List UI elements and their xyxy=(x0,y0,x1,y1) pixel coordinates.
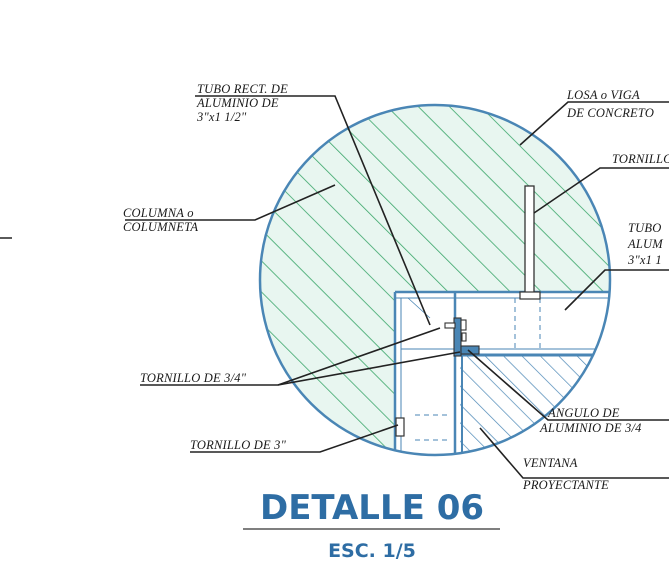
svg-text:ANGULO DE: ANGULO DE xyxy=(547,406,620,420)
label-angulo: ANGULO DE ALUMINIO DE 3/4 xyxy=(539,406,642,435)
detail-scale: ESC. 1/5 xyxy=(328,540,416,562)
label-tornillo-top: TORNILLO xyxy=(612,152,669,166)
svg-text:ALUMINIO DE: ALUMINIO DE xyxy=(196,96,279,110)
screw-anchor xyxy=(524,185,535,295)
svg-text:3"x1 1: 3"x1 1 xyxy=(627,253,662,267)
label-losa: LOSA o VIGA DE CONCRETO xyxy=(566,88,654,120)
svg-text:TUBO: TUBO xyxy=(628,221,661,235)
label-tornillo-34: TORNILLO DE 3/4" xyxy=(140,371,247,385)
svg-text:VENTANA: VENTANA xyxy=(523,456,578,470)
svg-text:PROYECTANTE: PROYECTANTE xyxy=(522,478,609,492)
svg-text:LOSA o VIGA: LOSA o VIGA xyxy=(566,88,640,102)
label-tubo-right: TUBO ALUM 3"x1 1 xyxy=(627,221,663,267)
svg-text:TUBO RECT. DE: TUBO RECT. DE xyxy=(197,82,288,96)
label-columna: COLUMNA o COLUMNETA xyxy=(123,206,198,234)
label-tubo-rect: TUBO RECT. DE ALUMINIO DE 3"x1 1/2" xyxy=(196,82,288,124)
svg-text:ALUM: ALUM xyxy=(627,237,663,251)
screw-bottom xyxy=(395,417,405,437)
svg-text:COLUMNA o: COLUMNA o xyxy=(123,206,194,220)
svg-text:COLUMNETA: COLUMNETA xyxy=(123,220,198,234)
label-tornillo-3: TORNILLO DE 3" xyxy=(190,438,287,452)
svg-text:DE CONCRETO: DE CONCRETO xyxy=(566,106,654,120)
detail-title: DETALLE 06 xyxy=(260,488,484,528)
svg-text:3"x1 1/2": 3"x1 1/2" xyxy=(196,110,247,124)
leader-lines xyxy=(125,95,669,479)
label-ventana: VENTANA PROYECTANTE xyxy=(522,456,609,492)
svg-text:ALUMINIO DE 3/4: ALUMINIO DE 3/4 xyxy=(539,421,642,435)
angle-bracket xyxy=(444,317,480,357)
